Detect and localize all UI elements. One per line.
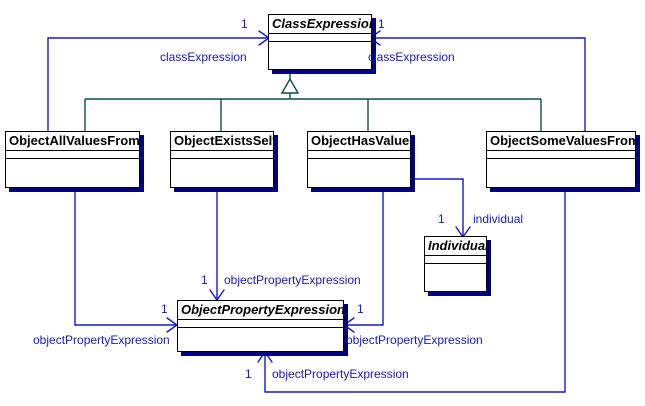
role-label-ope-right: objectPropertyExpression (346, 333, 483, 347)
arrowhead-ope-right (342, 317, 355, 333)
class-box-individual[interactable]: Individual (424, 236, 487, 292)
class-attributes-object-property-expression (178, 320, 343, 328)
line-some-values-from-ope (264, 188, 566, 393)
multiplicity-ope-left: 1 (161, 302, 168, 316)
multiplicity-class-expression-right: 1 (378, 17, 385, 31)
class-name-individual: Individual (425, 237, 486, 256)
multiplicity-class-expression-left: 1 (241, 17, 248, 31)
role-label-class-expression-right: classExpression (368, 50, 455, 64)
class-name-object-some-values-from: ObjectSomeValuesFrom (487, 132, 635, 151)
class-box-object-all-values-from[interactable]: ObjectAllValuesFrom (5, 131, 140, 188)
class-operations-object-some-values-from (487, 159, 635, 179)
class-attributes-object-exists-self (171, 151, 273, 159)
class-operations-object-property-expression (178, 328, 343, 348)
class-attributes-object-all-values-from (6, 151, 139, 159)
association-lines (47, 37, 586, 393)
class-box-object-has-value[interactable]: ObjectHasValue (307, 131, 411, 188)
line-some-values-from-class-expression (371, 37, 586, 131)
line-all-values-from-class-expression (47, 37, 268, 131)
role-label-class-expression-left: classExpression (160, 50, 247, 64)
generalization-arrowhead (280, 77, 300, 94)
class-attributes-individual (425, 256, 486, 264)
class-name-object-has-value: ObjectHasValue (308, 132, 410, 151)
line-has-value-individual (411, 178, 464, 236)
class-name-class-expression: ClassExpression (269, 15, 371, 34)
class-operations-individual (425, 264, 486, 284)
class-operations-class-expression (269, 42, 371, 62)
class-name-object-all-values-from: ObjectAllValuesFrom (6, 132, 139, 151)
role-label-ope-bottom: objectPropertyExpression (272, 367, 409, 381)
multiplicity-ope-top: 1 (201, 273, 208, 287)
class-name-object-property-expression: ObjectPropertyExpression (178, 301, 343, 320)
multiplicity-individual-top: 1 (438, 212, 445, 226)
class-operations-object-has-value (308, 159, 410, 179)
role-label-individual-top: individual (473, 212, 524, 226)
class-attributes-object-has-value (308, 151, 410, 159)
line-has-value-ope (345, 188, 384, 326)
multiplicity-ope-bottom: 1 (245, 367, 252, 381)
arrowhead-ope-bottom (257, 350, 273, 363)
multiplicity-ope-right: 1 (357, 302, 364, 316)
class-operations-object-exists-self (171, 159, 273, 179)
class-attributes-object-some-values-from (487, 151, 635, 159)
generalization-tree (84, 70, 542, 131)
role-label-ope-left: objectPropertyExpression (33, 333, 170, 347)
class-box-object-property-expression[interactable]: ObjectPropertyExpression (177, 300, 344, 352)
class-attributes-class-expression (269, 34, 371, 42)
class-box-class-expression[interactable]: ClassExpression (268, 14, 372, 70)
class-name-object-exists-self: ObjectExistsSelf (171, 132, 273, 151)
line-all-values-from-ope (74, 188, 176, 326)
class-box-object-exists-self[interactable]: ObjectExistsSelf (170, 131, 274, 188)
class-box-object-some-values-from[interactable]: ObjectSomeValuesFrom (486, 131, 636, 188)
role-label-ope-top: objectPropertyExpression (224, 273, 361, 287)
class-operations-object-all-values-from (6, 159, 139, 179)
